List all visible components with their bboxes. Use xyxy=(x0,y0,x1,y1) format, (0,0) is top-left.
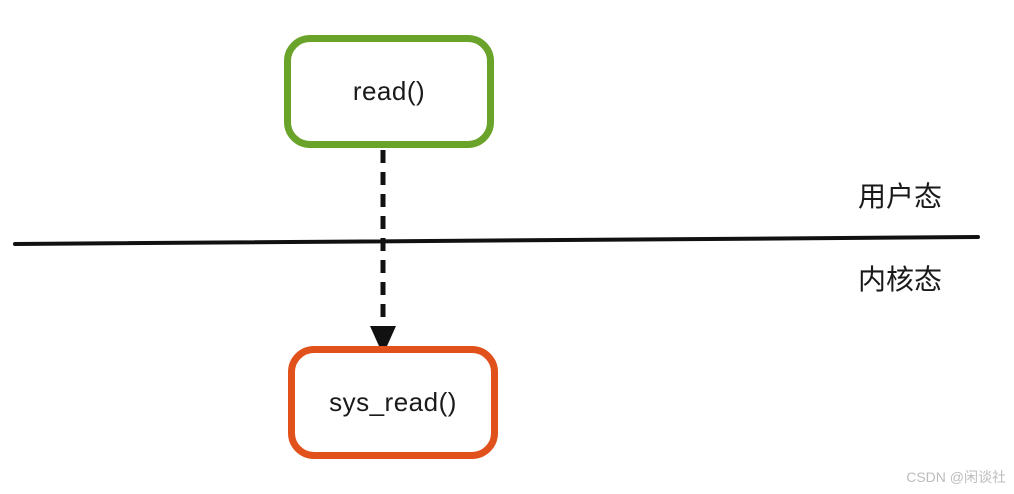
node-sys-read: sys_read() xyxy=(288,346,498,459)
node-read-label: read() xyxy=(352,76,426,106)
node-read: read() xyxy=(284,35,494,148)
node-sys-read-label: sys_read() xyxy=(329,387,457,417)
user-mode-label: 用户态 xyxy=(858,181,943,212)
kernel-mode-label: 内核态 xyxy=(858,264,943,295)
watermark: CSDN @闲谈社 xyxy=(906,469,1006,485)
user-kernel-boundary-line xyxy=(13,235,980,246)
